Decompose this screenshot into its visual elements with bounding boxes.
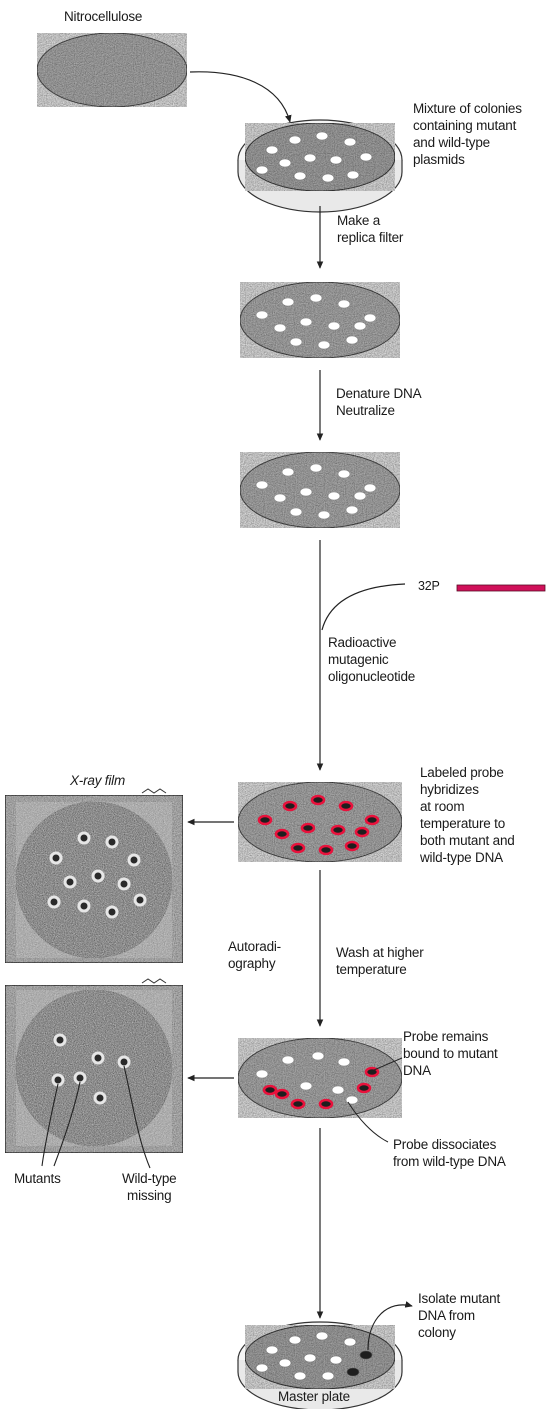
denatured-filter: [240, 452, 400, 528]
label-master-plate: Master plate: [278, 1388, 350, 1405]
label-nitrocellulose: Nitrocellulose: [64, 8, 142, 25]
washed-filter: [238, 1038, 402, 1118]
label-autoradiography: Autoradi- ography: [228, 938, 281, 972]
label-labeled-probe: Labeled probe hybridizes at room tempera…: [420, 764, 515, 866]
label-wildtype-missing: Wild-type missing: [122, 1170, 176, 1204]
xray-film-1: [5, 789, 183, 963]
label-denature: Denature DNA Neutralize: [336, 385, 421, 419]
filter-transfer-arrow: [190, 72, 290, 122]
label-isolate: Isolate mutant DNA from colony: [418, 1290, 500, 1341]
radioactive-probe-bar: [457, 585, 545, 591]
probe-curve: [322, 584, 405, 630]
label-probe-remains: Probe remains bound to mutant DNA: [403, 1028, 498, 1079]
label-32p: 32P: [418, 578, 440, 594]
hybridized-filter: [238, 782, 402, 862]
label-wash: Wash at higher temperature: [336, 944, 424, 978]
label-xray-film: X-ray film: [70, 772, 125, 789]
colony-plate: [238, 120, 402, 212]
label-replica: Make a replica filter: [337, 212, 403, 246]
nitrocellulose-filter: [37, 33, 187, 107]
label-mutants: Mutants: [14, 1170, 61, 1187]
label-mixture: Mixture of colonies containing mutant an…: [413, 100, 522, 168]
xray-film-2: [5, 979, 183, 1168]
label-radioactive: Radioactive mutagenic oligonucleotide: [328, 634, 415, 685]
replica-filter: [240, 282, 400, 358]
label-probe-dissociates: Probe dissociates from wild-type DNA: [393, 1136, 506, 1170]
